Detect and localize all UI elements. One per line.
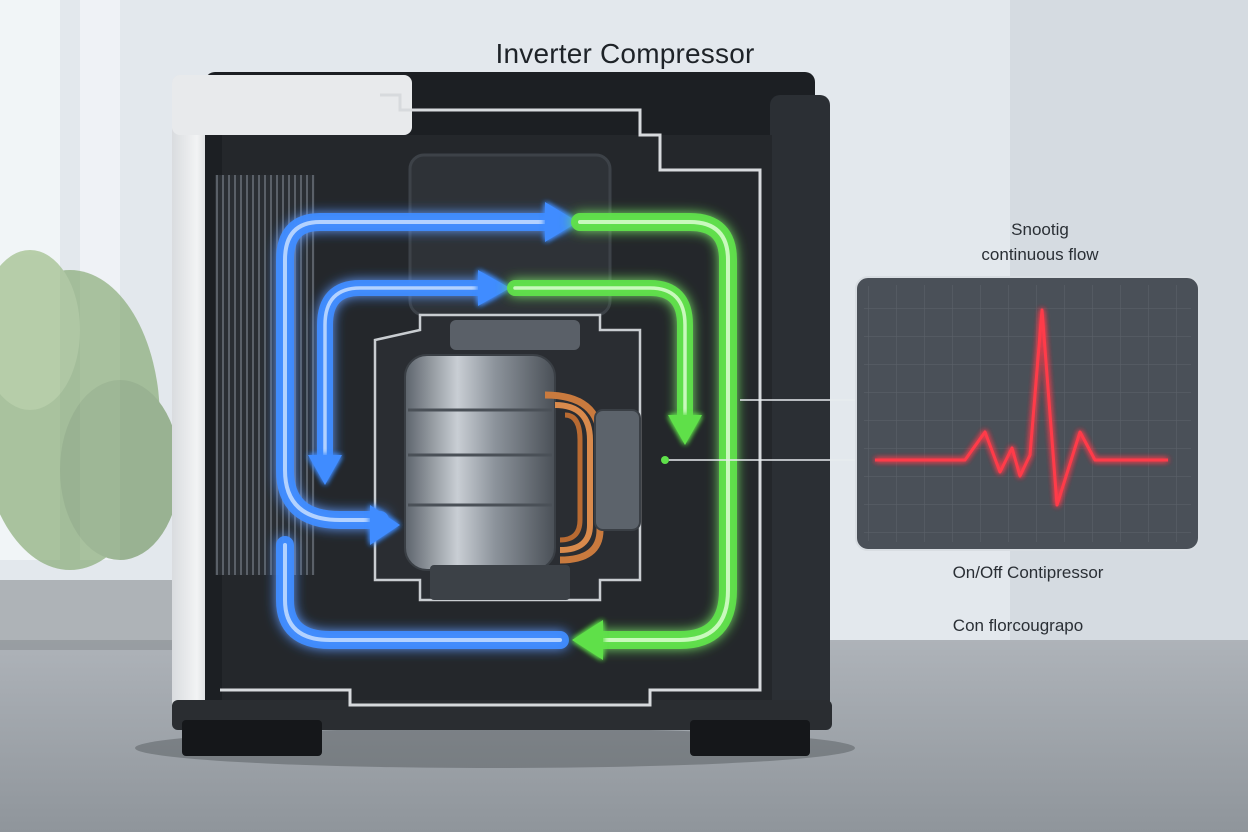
page-title: Inverter Compressor bbox=[495, 38, 755, 69]
smooth-flow-label-line1: Snootig bbox=[1011, 220, 1069, 239]
compressor bbox=[404, 320, 641, 600]
blue-arrowhead-mid bbox=[370, 505, 400, 545]
blue-flow-outer bbox=[276, 213, 569, 529]
green-arrowhead-bottom bbox=[572, 620, 603, 660]
blue-arrowhead-top bbox=[545, 202, 578, 242]
smooth-flow-label-line2: continuous flow bbox=[981, 245, 1099, 264]
green-flow-inner bbox=[507, 280, 693, 423]
green-arrowhead-down bbox=[668, 415, 702, 445]
smooth-flow-label: Snootig continuous flow bbox=[981, 217, 1098, 267]
blue-arrowhead-inner bbox=[478, 270, 510, 306]
blue-arrowhead-down bbox=[308, 455, 342, 485]
plant-blur bbox=[0, 250, 180, 570]
onoff-compressor-label: On/Off Contipressor bbox=[952, 563, 1104, 582]
waveform-panel bbox=[855, 276, 1200, 551]
con-label: Con florcougrapo bbox=[952, 616, 1084, 635]
green-flow-outer bbox=[571, 213, 737, 649]
blue-flow-inner bbox=[317, 280, 498, 463]
blue-flow-bottom bbox=[276, 536, 569, 649]
waveform-line bbox=[875, 308, 1168, 507]
